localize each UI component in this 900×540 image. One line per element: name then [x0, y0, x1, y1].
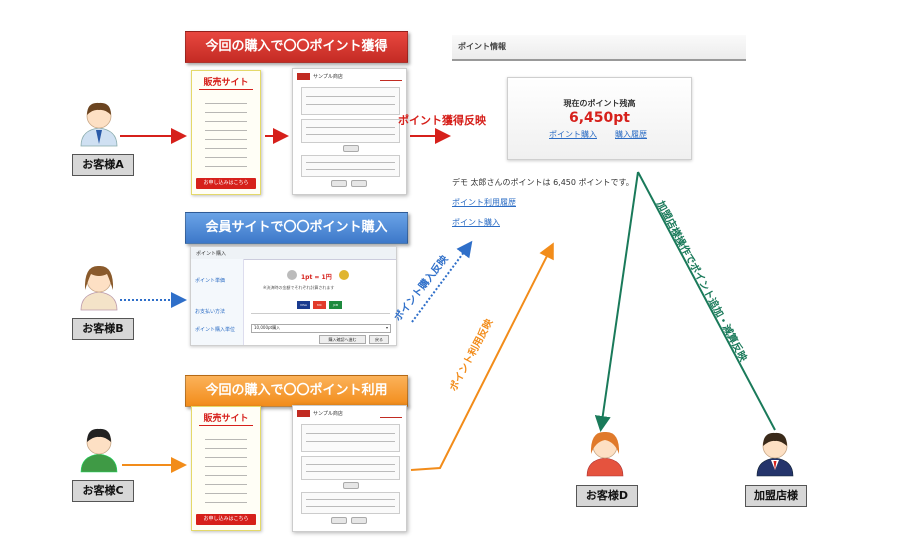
- earn-banner: 今回の購入で〇〇ポイント獲得: [185, 31, 408, 63]
- confirm-purchase-button[interactable]: 購入確認へ進む: [319, 335, 366, 344]
- arrow-franchise-to-points: [637, 171, 776, 431]
- rate-text: 1pt = 1円: [301, 274, 332, 281]
- customer-c-label: お客様C: [72, 480, 134, 502]
- coin-gold-icon: [339, 270, 349, 280]
- customer-b-avatar-icon: [80, 265, 118, 311]
- use-banner: 今回の購入で〇〇ポイント利用: [185, 375, 408, 407]
- customer-d-label: お客様D: [576, 485, 638, 507]
- balance-label: 現在のポイント残高: [563, 99, 636, 108]
- shop-site-mockup-2: 販売サイト お申し込みはこちら: [191, 406, 261, 531]
- customer-a-avatar-icon: [80, 102, 118, 147]
- jcb-icon: JCB: [329, 301, 342, 309]
- balance-value: 6,450pt: [569, 110, 630, 126]
- rate-note: ※決済時の金額でそれぞれ計算されます: [263, 285, 335, 290]
- coin-silver-icon: [287, 270, 297, 280]
- back-button[interactable]: 戻る: [369, 335, 389, 344]
- arrow-form-to-points-use: [410, 242, 554, 471]
- order-form-mockup-2: サンプル商店: [292, 405, 407, 532]
- shop-site-title: 販売サイト: [203, 414, 249, 424]
- order-form-mockup-1: サンプル商店: [292, 68, 407, 195]
- customer-b-label: お客様B: [72, 318, 134, 340]
- point-summary-text: デモ 太郎さんのポイントは 6,450 ポイントです。: [452, 178, 634, 187]
- form-header: サンプル商店: [313, 74, 343, 80]
- point-info-title: ポイント情報: [458, 42, 506, 51]
- shop-site-title: 販売サイト: [203, 78, 249, 88]
- purchase-history-link[interactable]: 購入履歴: [615, 130, 647, 139]
- customer-a-label: お客様A: [72, 154, 134, 176]
- franchise-avatar-icon: [756, 432, 794, 477]
- mastercard-icon: MC: [313, 301, 326, 309]
- buy-banner: 会員サイトで〇〇ポイント購入: [185, 212, 408, 244]
- purchase-unit-select[interactable]: 10,000pt購入 ▾: [251, 324, 391, 333]
- payment-method-label: お支払い方法: [195, 309, 226, 315]
- purchase-unit-value: 10,000pt購入: [254, 325, 281, 330]
- apply-button[interactable]: お申し込みはこちら: [196, 178, 256, 189]
- apply-button[interactable]: お申し込みはこちら: [196, 514, 256, 525]
- point-info-header: ポイント情報: [452, 35, 746, 61]
- arrow-member-to-points: [411, 240, 473, 323]
- arrow-points-to-d: [594, 171, 639, 432]
- point-balance-card: 現在のポイント残高 6,450pt ポイント購入 購入履歴: [507, 77, 692, 160]
- buy-points-link-2[interactable]: ポイント購入: [452, 218, 500, 227]
- shop-site-mockup-1: 販売サイト お申し込みはこちら: [191, 70, 261, 195]
- purchase-title: ポイント購入: [196, 251, 227, 257]
- buy-points-link[interactable]: ポイント購入: [549, 130, 597, 139]
- earn-reflect-label: ポイント獲得反映: [398, 114, 486, 127]
- chevron-down-icon: ▾: [385, 325, 388, 330]
- visa-icon: VISA: [297, 301, 310, 309]
- shop-logo-icon: [297, 410, 310, 417]
- customer-d-avatar-icon: [586, 431, 624, 477]
- customer-c-avatar-icon: [80, 428, 118, 473]
- purchase-unit-label: ポイント購入単位: [195, 327, 236, 333]
- franchise-label: 加盟店様: [745, 485, 807, 507]
- shop-logo-icon: [297, 73, 310, 80]
- member-purchase-mockup: ポイント購入 ポイント単価 1pt = 1円 ※決済時の金額でそれぞれ計算されま…: [190, 246, 397, 346]
- usage-history-link[interactable]: ポイント利用履歴: [452, 198, 516, 207]
- form-header: サンプル商店: [313, 411, 343, 417]
- unit-price-label: ポイント単価: [195, 278, 226, 284]
